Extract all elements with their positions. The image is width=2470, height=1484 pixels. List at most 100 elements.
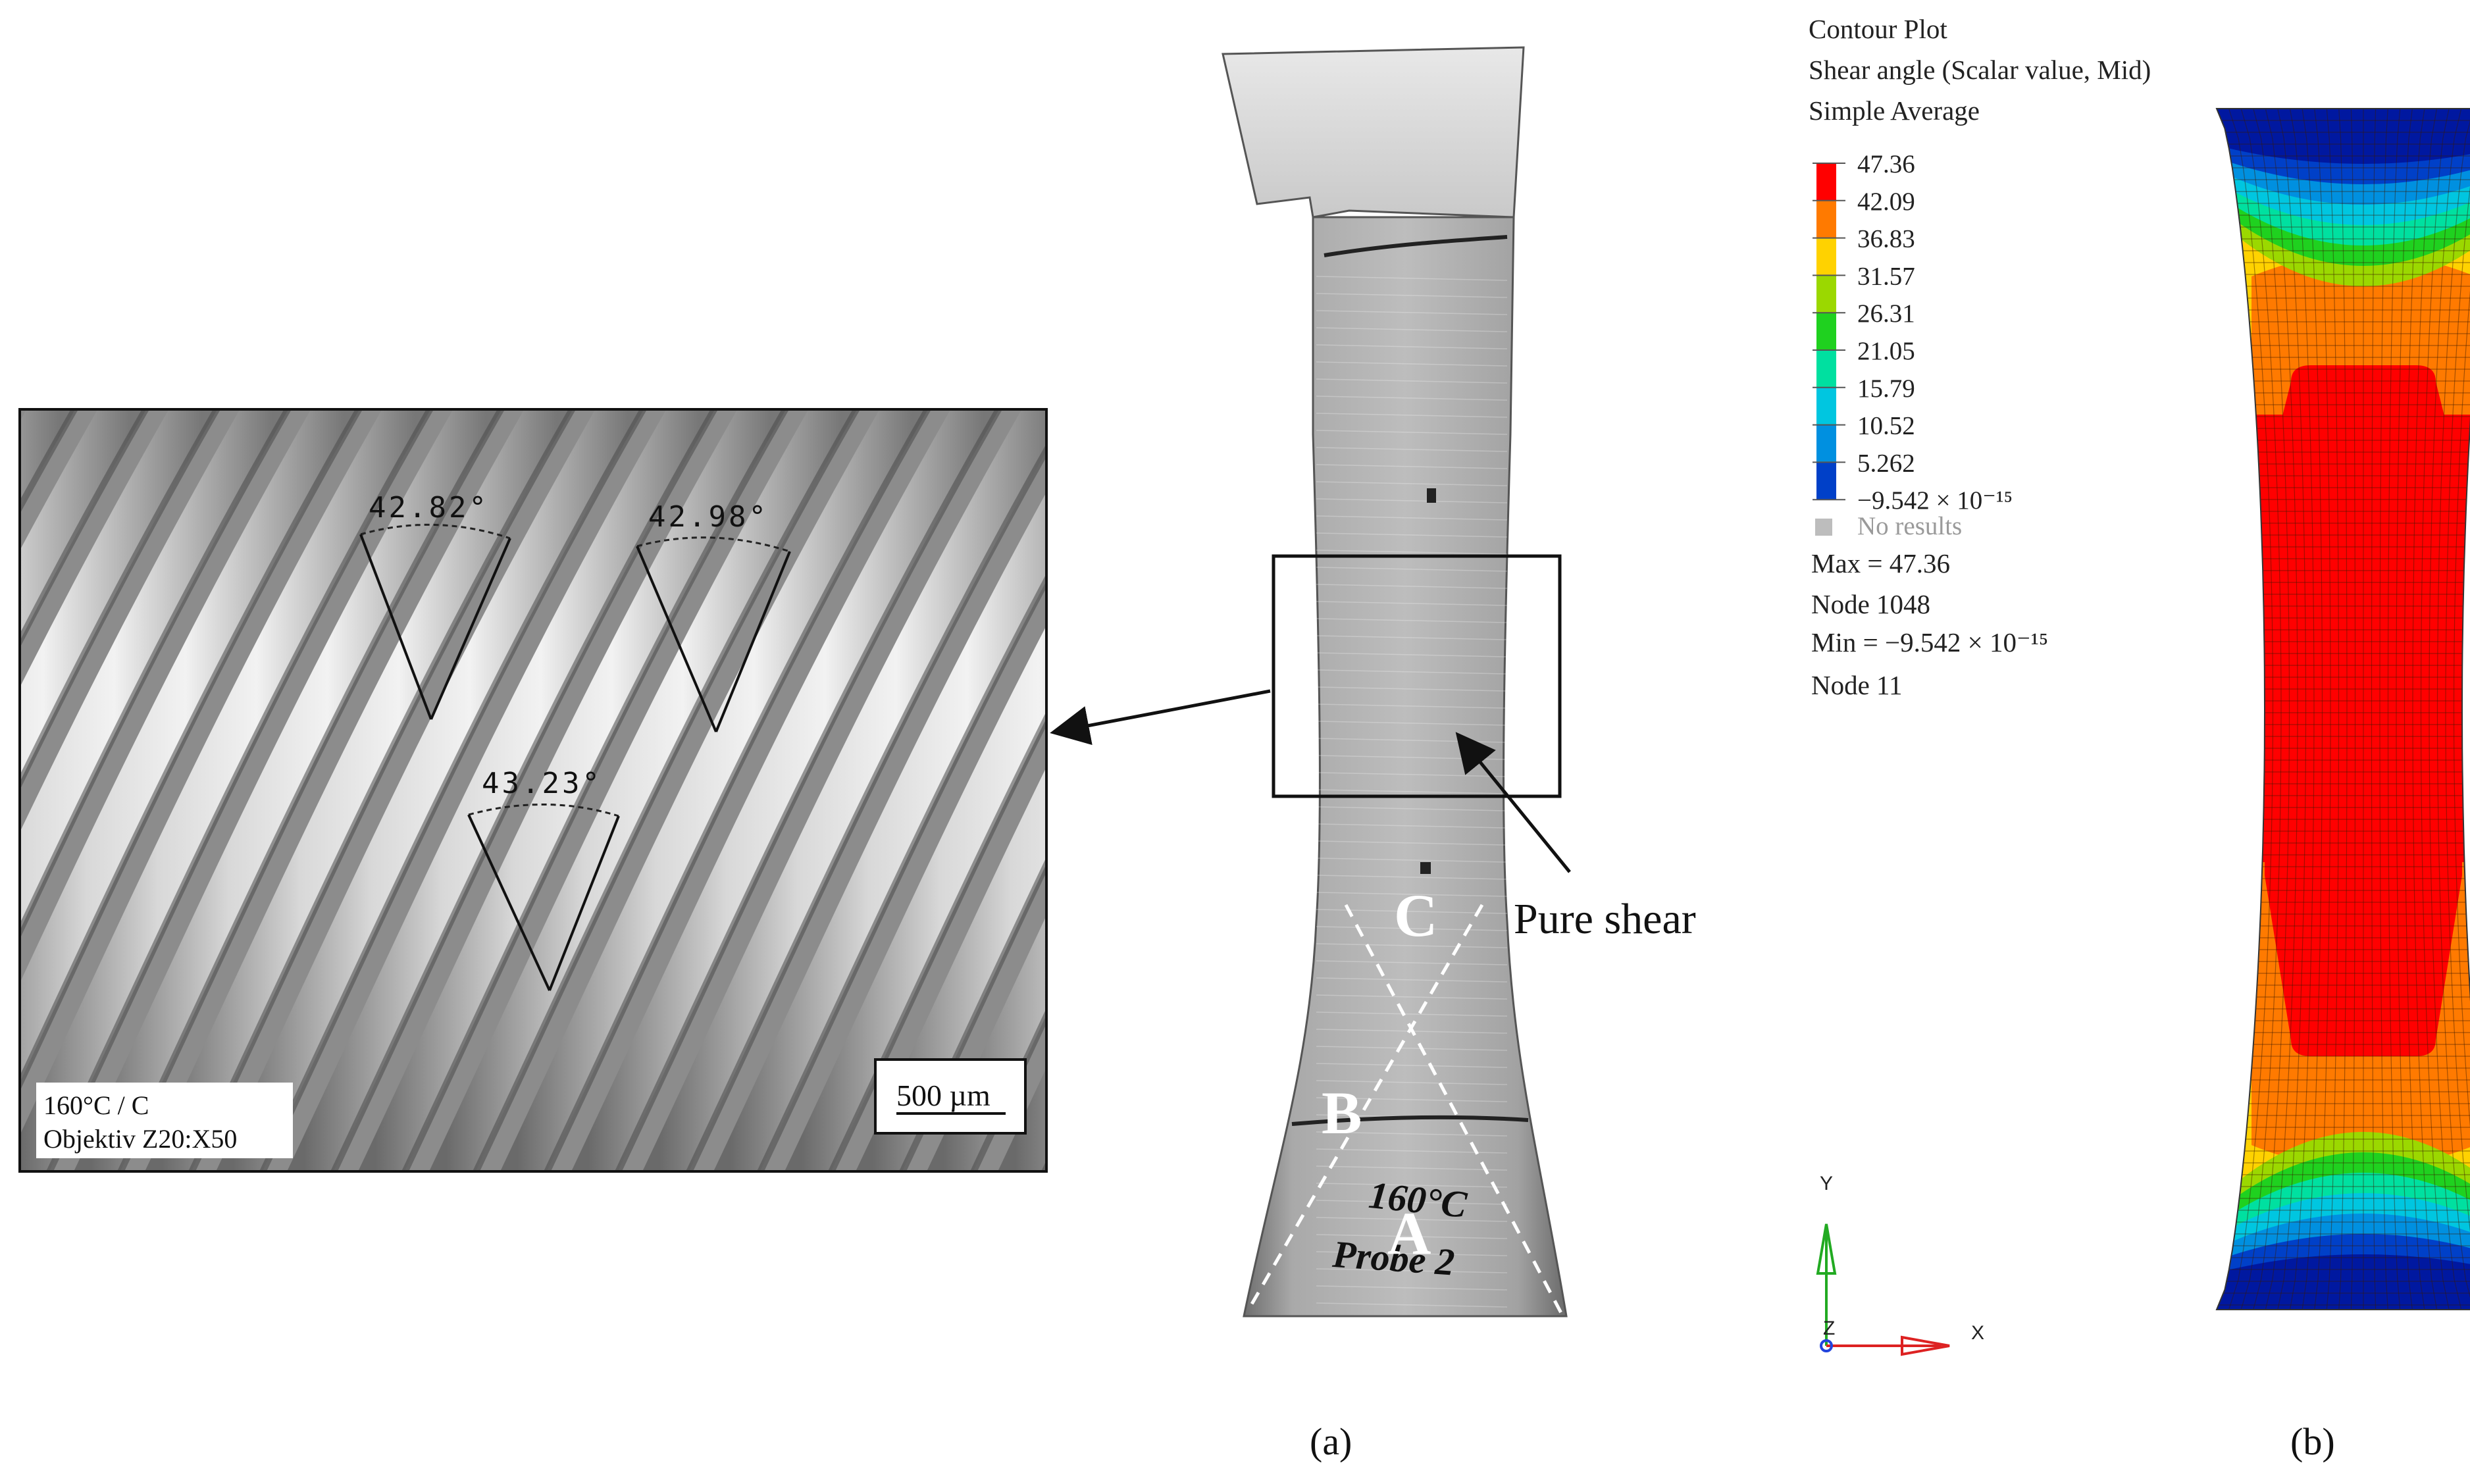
legend-color-bar [1813, 163, 1845, 501]
contour-bands [2217, 109, 2470, 1310]
angle-marker-3: 43.23° [467, 767, 620, 991]
specimen-photo: 160°C Probe 2 A B C [1222, 46, 1568, 1318]
specimen-marker-line-bottom [1291, 1115, 1529, 1126]
mesh-line-v [2314, 109, 2331, 1310]
dashed-diagonal-2 [1248, 904, 1484, 1308]
weave-line [1316, 481, 1508, 486]
contour-outline [2215, 108, 2470, 1310]
weave-line [1316, 584, 1508, 589]
weave-line [1316, 498, 1508, 503]
weave-line [1316, 1097, 1508, 1102]
angle-label-1: 42.82° [369, 491, 489, 525]
specimen-marker-line-top [1324, 235, 1508, 257]
specimen-weave [1316, 276, 1508, 1308]
weave-line [1316, 1200, 1508, 1205]
mesh-line-v [2420, 109, 2450, 1310]
weave-line [1316, 327, 1508, 332]
angle-marker-1: 42.82° [359, 491, 511, 720]
weave-line [1316, 1011, 1508, 1017]
max-label: Max = 47.36 [1811, 548, 1950, 578]
weave-line [1316, 601, 1508, 606]
weave-line [1316, 635, 1508, 640]
fiber-gap [188, 409, 577, 1171]
mesh-line-v [2302, 109, 2323, 1310]
fiber-strand [287, 409, 715, 1171]
no-results-label: No results [1857, 512, 1962, 540]
weave-line [1316, 1268, 1508, 1273]
mesh-line-v [2371, 109, 2377, 1310]
mesh-line-v [2412, 109, 2438, 1310]
legend-swatch [1816, 275, 1836, 313]
weave-line [1316, 396, 1508, 401]
weave-line [1316, 652, 1508, 657]
handwriting-sample: Probe 2 [1331, 1233, 1456, 1284]
mesh-line-v [2338, 109, 2348, 1310]
weave-line [1316, 532, 1508, 538]
mesh-line-v [2453, 109, 2470, 1310]
weave-line [1316, 567, 1508, 572]
weave-line [1316, 1063, 1508, 1068]
legend-value-label: 21.05 [1857, 337, 1915, 365]
axis-z-label: Z [1823, 1318, 1835, 1339]
specimen-top-tab [1222, 46, 1525, 218]
mesh-line-v [2289, 109, 2315, 1310]
scale-bar-label: 500 µm [896, 1079, 991, 1112]
weave-line [1316, 772, 1508, 777]
weave-line [1316, 721, 1508, 726]
legend-value-label: 42.09 [1857, 188, 1915, 216]
dashed-diagonal-1 [1344, 904, 1563, 1314]
weave-line [1316, 1302, 1508, 1308]
weave-line [1316, 1080, 1508, 1085]
weave-line [1316, 1131, 1508, 1137]
legend-swatch [1816, 238, 1836, 276]
angle-label-2: 42.98° [648, 500, 769, 534]
weave-line [1316, 669, 1508, 675]
legend-value-label: 5.262 [1857, 449, 1915, 477]
mesh-line-v [2350, 109, 2356, 1310]
fiber-strand [642, 409, 1046, 1171]
specimen-dot-upper [1427, 488, 1436, 503]
fiber-gap [20, 409, 150, 648]
weave-line [1316, 1251, 1508, 1256]
zone-label-b: B [1322, 1079, 1362, 1146]
weave-line [1316, 789, 1508, 794]
legend-value-label: 36.83 [1857, 225, 1915, 253]
micrograph-frame [18, 408, 1048, 1173]
fiber-strand [358, 409, 786, 1171]
legend-swatch [1816, 424, 1836, 463]
zoom-region-box [1272, 554, 1562, 798]
weave-line [1316, 310, 1508, 315]
weave-line [1316, 926, 1508, 931]
panel-label-a: (a) [1310, 1420, 1352, 1463]
mesh-line-v [2277, 109, 2307, 1310]
weave-line [1316, 1183, 1508, 1188]
fiber-strand [20, 409, 218, 782]
weave-line [1316, 293, 1508, 298]
no-results-swatch [1815, 519, 1832, 536]
fiber-gap [20, 409, 363, 1092]
legend-swatch [1816, 313, 1836, 350]
axis-x-head [1901, 1335, 1950, 1356]
weave-line [1316, 806, 1508, 811]
pure-shear-label: Pure shear [1514, 895, 1696, 943]
weave-line [1316, 378, 1508, 384]
mesh-line-v [2396, 109, 2413, 1310]
fiber-strand [216, 409, 644, 1171]
mesh-line-v [2379, 109, 2388, 1310]
axis-y-head [1816, 1223, 1837, 1275]
fiber-strand [571, 409, 1000, 1171]
fiber-strand [20, 409, 431, 1171]
legend-swatch [1816, 462, 1836, 500]
mesh-line-v [2228, 109, 2274, 1310]
zone-label-c: C [1394, 882, 1437, 949]
legend-swatch [1816, 350, 1836, 388]
contour-band-red-wide [2242, 415, 2470, 862]
weave-line [1316, 276, 1508, 281]
info-objective: Objektiv Z20:X50 [43, 1124, 237, 1154]
legend-value-label: 26.31 [1857, 299, 1915, 328]
min-node: Node 11 [1811, 670, 1903, 700]
fiber-strand [713, 492, 1046, 1171]
specimen-body [1243, 216, 1568, 1318]
legend-swatch [1816, 163, 1836, 201]
